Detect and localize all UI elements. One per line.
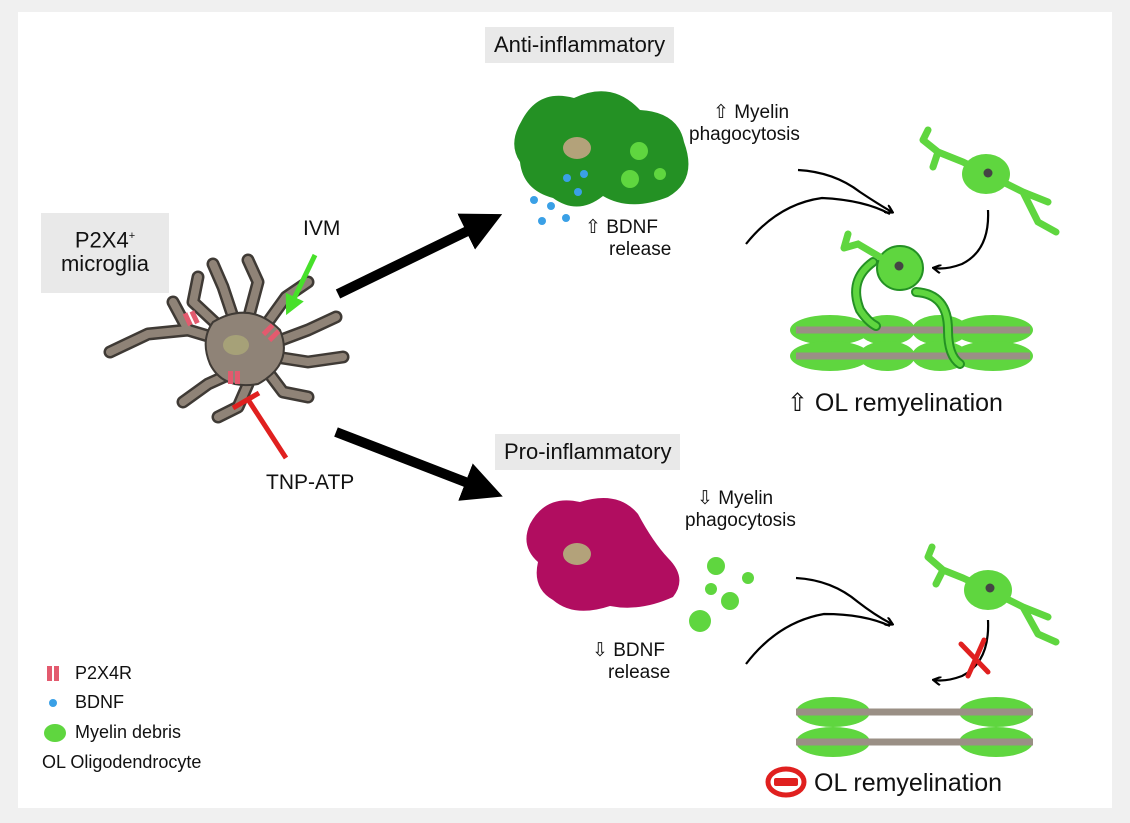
up-arrow-icon: ⇧ (787, 389, 808, 417)
blocked-x-mark (958, 637, 991, 679)
down-arrow-icon: ⇩ (697, 488, 713, 509)
arrow-to-pro-inflammatory (334, 427, 503, 501)
myelin-debris-dots (689, 557, 754, 632)
opc-cell-anti (919, 126, 1060, 236)
pro-myelin-phagocytosis-label: ⇩ Myelin phagocytosis (685, 488, 796, 531)
demyelinated-axons (796, 697, 1033, 757)
p2x4-label-line1: P2X4+ (74, 227, 136, 253)
microglia-nucleus (223, 335, 249, 355)
tnp-atp-label: TNP-ATP (266, 471, 355, 494)
pro-bdnf-release-label: ⇩ BDNF release (592, 640, 671, 683)
up-arrow-icon: ⇧ (585, 217, 601, 238)
p2x4-label-line2: microglia (60, 251, 150, 276)
ivm-label: IVM (303, 217, 341, 240)
anti-myelin-phagocytosis-label: ⇧ Myelin phagocytosis (689, 102, 800, 145)
diagram-graphics (44, 91, 1060, 798)
legend-bdnf-label: BDNF (75, 692, 124, 712)
legend-myelin-symbol (44, 724, 66, 742)
pro-inflammatory-microglia (526, 498, 680, 611)
p2x4-receptor (182, 310, 281, 384)
p2x4-microglia-label-box: P2X4+ microglia (41, 213, 169, 293)
curved-arrow-upper-left (797, 168, 892, 212)
ivm-activation-arrow (285, 253, 318, 316)
anti-inflammatory-microglia (514, 91, 689, 207)
anti-inflammatory-title: Anti-inflammatory (485, 27, 675, 63)
tnp-atp-inhibition (231, 390, 289, 460)
arrow-to-anti-inflammatory (335, 213, 503, 299)
anti-outcome-label: ⇧ OL remyelination (787, 389, 1003, 417)
legend-oligodendrocyte-label: OL Oligodendrocyte (42, 752, 202, 772)
legend-bdnf-symbol (49, 699, 57, 707)
figure-canvas: P2X4+ microglia IVM TNP-ATP Anti-inflamm… (18, 12, 1112, 808)
legend-myelin-debris-label: Myelin debris (75, 722, 182, 742)
myelinating-oligodendrocyte (790, 230, 1033, 371)
legend-p2x4r-label: P2X4R (75, 663, 133, 683)
anti-bdnf-release-label: ⇧ BDNF release (585, 217, 672, 260)
curved-arrow-opc-blocked (934, 619, 990, 681)
opc-cell-pro (924, 543, 1060, 646)
curved-arrow-opc-to-ol (934, 209, 990, 269)
no-entry-icon (765, 766, 807, 798)
curved-arrow-lower-left (745, 196, 891, 245)
pro-outcome-label: OL remyelination (814, 769, 1003, 797)
curved-arrow-pro-lower (745, 612, 891, 665)
curved-arrow-pro-upper (795, 576, 892, 624)
bdnf-release-dots (530, 170, 588, 225)
up-arrow-icon: ⇧ (713, 102, 729, 123)
pro-inflammatory-title: Pro-inflammatory (495, 434, 681, 470)
down-arrow-icon: ⇩ (592, 640, 608, 661)
legend-p2x4r-symbol (47, 666, 59, 681)
